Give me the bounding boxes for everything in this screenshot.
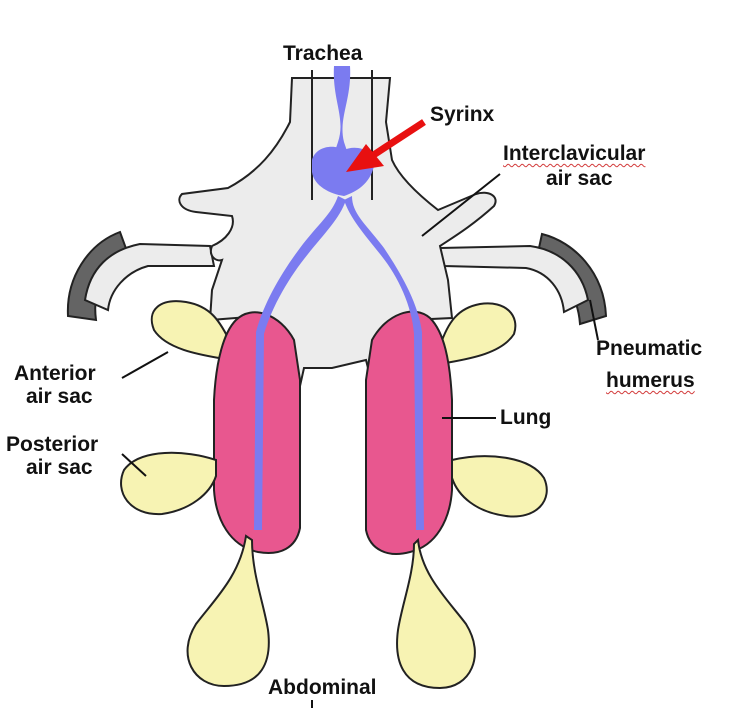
posterior-label-line2: air sac xyxy=(26,456,93,479)
trachea-label: Trachea xyxy=(283,42,363,65)
trachea-airway xyxy=(333,66,351,154)
right-anterior-air-sac xyxy=(439,302,517,366)
right-arm-sac xyxy=(438,244,590,314)
interclavicular-label-line2: air sac xyxy=(546,167,613,190)
posterior-air-sac-pointer xyxy=(121,453,147,477)
syrinx-label: Syrinx xyxy=(430,103,495,126)
syrinx-arrow-head xyxy=(346,144,384,172)
syrinx-arrow-shaft xyxy=(370,119,426,159)
interclavicular-pointer xyxy=(421,173,501,237)
anterior-label-line1: Anterior xyxy=(14,362,96,385)
left-anterior-air-sac xyxy=(150,300,234,362)
pneumatic-label-line1: Pneumatic xyxy=(596,337,703,360)
left-posterior-air-sac xyxy=(120,451,217,516)
pneumatic-humerus-pointer xyxy=(589,299,599,341)
trachea-tube xyxy=(311,70,373,200)
abdominal-label: Abdominal xyxy=(268,676,377,699)
left-abdominal-air-sac xyxy=(186,534,270,688)
anterior-label-line2: air sac xyxy=(26,385,93,408)
interclavicular-label-line1: Interclavicular xyxy=(503,142,646,165)
lung-label: Lung xyxy=(500,406,552,429)
right-lung xyxy=(365,310,453,555)
posterior-label-line1: Posterior xyxy=(6,433,99,456)
pneumatic-label-line2: humerus xyxy=(606,369,695,392)
right-abdominal-air-sac xyxy=(396,537,476,690)
right-posterior-air-sac xyxy=(451,455,548,518)
anterior-air-sac-pointer xyxy=(121,351,169,379)
right-bronchus xyxy=(344,196,424,530)
left-bronchus xyxy=(254,196,346,530)
